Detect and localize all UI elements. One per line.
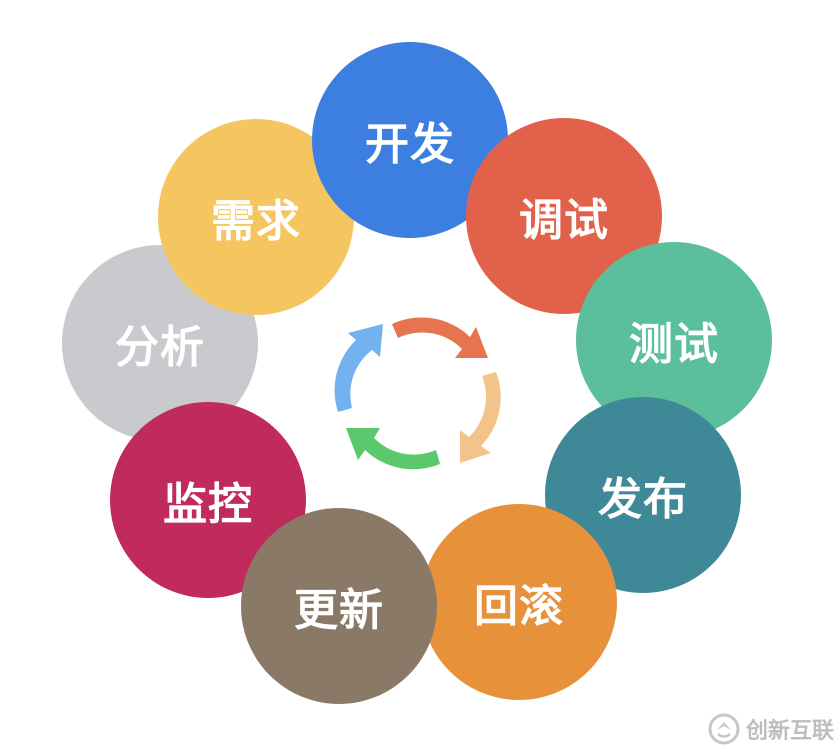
stage-label-update: 更新 [294,585,384,636]
stage-label-release: 发布 [598,474,688,525]
cycle-arrow-top [392,317,488,358]
stage-label-monitor: 监控 [163,479,253,530]
stage-label-debug: 调试 [519,195,609,246]
stage-label-analysis: 分析 [115,322,205,373]
watermark-logo-icon [708,713,740,745]
stage-label-rollback: 回滚 [474,581,564,632]
stage-label-develop: 开发 [365,119,455,170]
stage-circle-update: 更新 [241,508,437,704]
watermark: 创新互联 [708,709,834,749]
stage-label-test: 测试 [629,319,719,370]
stage-label-requirements: 需求 [211,196,301,247]
cycle-arrow-bottom [346,428,440,470]
stage-circle-rollback: 回滚 [421,504,617,700]
cycle-arrow-right [460,372,501,463]
cycle-arrow-left [334,324,383,412]
watermark-text: 创新互联 [745,719,834,744]
